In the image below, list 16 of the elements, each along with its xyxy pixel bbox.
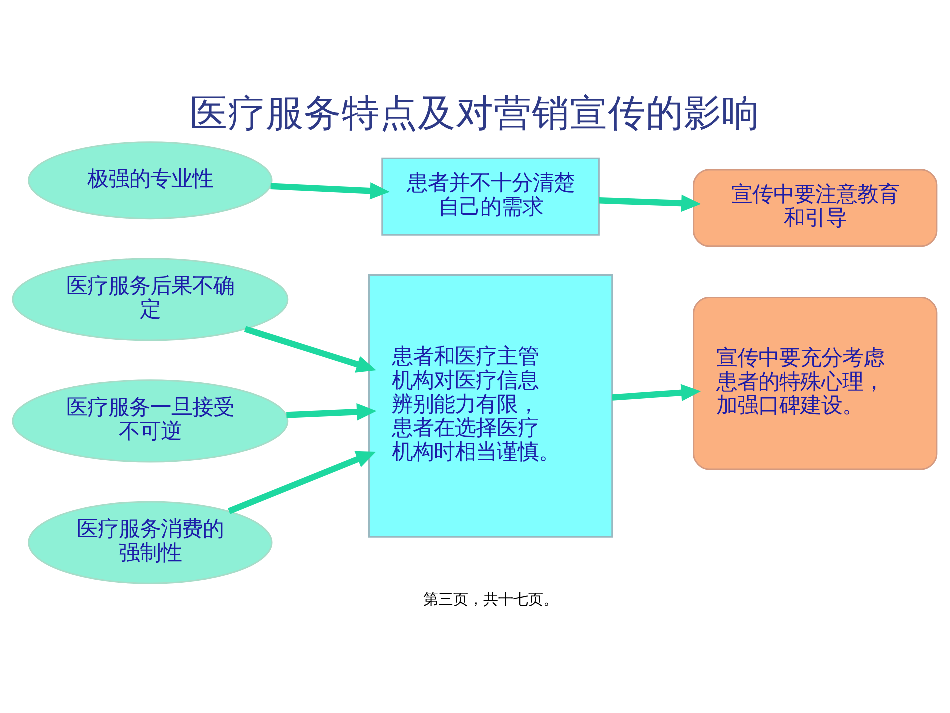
diagram-title: 医疗服务特点及对营销宣传的影响: [190, 90, 760, 135]
label: 第三页，共十七页。: [423, 590, 558, 608]
node-box: 宣传中要注意教育和引导: [693, 168, 938, 247]
node-box: 患者和医疗主管机构对医疗信息辨别能力有限，患者在选择医疗机构时相当谨慎。: [368, 274, 614, 538]
node-ellipse: 医疗服务消费的强制性: [28, 500, 273, 584]
arrow: [612, 384, 702, 402]
node-box: 宣传中要充分考虑患者的特殊心理，加强口碑建设。: [693, 296, 938, 470]
arrow: [270, 182, 390, 200]
arrow: [228, 450, 376, 514]
node-ellipse: 极强的专业性: [28, 141, 273, 220]
arrow: [244, 326, 376, 372]
arrow: [599, 194, 702, 212]
node-ellipse: 医疗服务一旦接受不可逆: [12, 379, 289, 462]
node-box: 患者并不十分清楚自己的需求: [382, 157, 600, 236]
arrow: [286, 402, 377, 420]
node-ellipse: 医疗服务后果不确定: [12, 258, 289, 341]
